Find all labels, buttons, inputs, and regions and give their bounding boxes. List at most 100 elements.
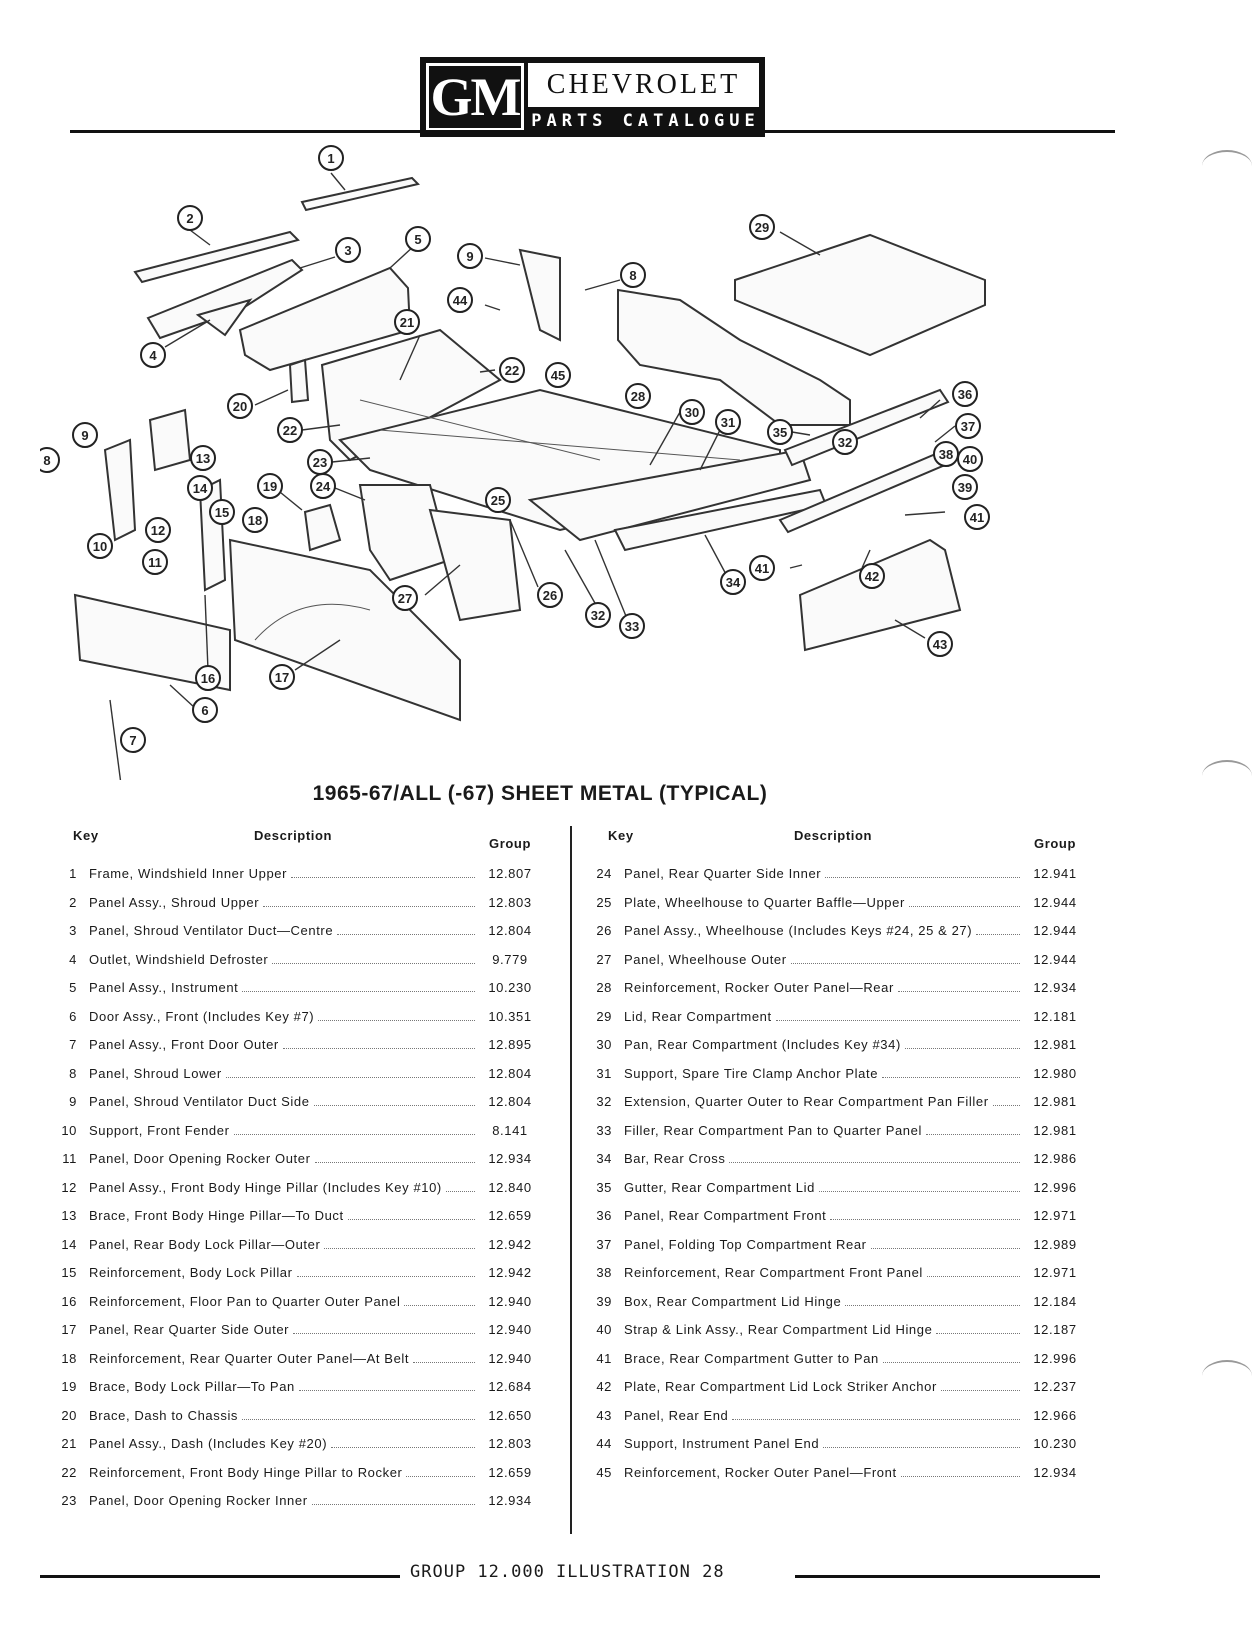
callout-2: 2 <box>177 205 203 231</box>
svg-text:13: 13 <box>196 451 210 466</box>
part-key: 36 <box>596 1208 612 1223</box>
part-key: 11 <box>62 1151 77 1166</box>
callout-14: 14 <box>187 475 213 501</box>
callout-28: 28 <box>625 383 651 409</box>
leader-dots <box>272 962 475 964</box>
callout-30: 30 <box>679 399 705 425</box>
callout-39: 39 <box>952 474 978 500</box>
description-column-header: Description <box>253 828 333 843</box>
callout-36: 36 <box>952 381 978 407</box>
part-description-cell: Panel, Rear Quarter Side Outer <box>89 1322 475 1337</box>
part-group: 12.980 <box>1033 1065 1077 1081</box>
part-description-cell: Panel Assy., Wheelhouse (Includes Keys #… <box>624 923 1020 938</box>
svg-text:41: 41 <box>755 561 769 576</box>
part-key: 18 <box>61 1350 77 1366</box>
svg-text:10: 10 <box>93 539 107 554</box>
footer-rule-left <box>40 1575 400 1578</box>
callout-45: 45 <box>545 362 571 388</box>
callout-20: 20 <box>227 393 253 419</box>
exploded-parts-diagram: 1 2 3 5 4 9 8 44 29 21 22 45 28 20 36 30… <box>40 145 990 780</box>
header-rule <box>70 130 1115 133</box>
callout-6: 6 <box>192 697 218 723</box>
svg-text:26: 26 <box>543 588 557 603</box>
part-key: 20 <box>61 1407 77 1423</box>
part-description: Reinforcement, Rear Compartment Front Pa… <box>624 1265 923 1280</box>
part-description: Brace, Rear Compartment Gutter to Pan <box>624 1350 879 1366</box>
part-description: Panel Assy., Front Door Outer <box>89 1037 279 1052</box>
part-description-cell: Support, Instrument Panel End <box>624 1436 1020 1451</box>
part-description-cell: Support, Front Fender <box>89 1123 475 1138</box>
leader-dots <box>331 1447 475 1448</box>
leader-lines <box>109 172 956 780</box>
part-key: 22 <box>61 1464 77 1480</box>
svg-text:18: 18 <box>248 513 262 528</box>
svg-text:29: 29 <box>755 220 769 235</box>
part-description: Support, Front Fender <box>89 1122 230 1138</box>
part-description: Panel, Shroud Lower <box>89 1065 222 1081</box>
leader-dots <box>732 1418 1020 1420</box>
part-description: Plate, Rear Compartment Lid Lock Striker… <box>624 1379 937 1394</box>
svg-text:43: 43 <box>933 637 947 652</box>
callout-18: 18 <box>242 507 268 533</box>
callout-41: 41 <box>964 504 990 530</box>
part-description: Panel Assy., Wheelhouse (Includes Keys #… <box>624 923 973 938</box>
part-key: 5 <box>69 980 77 995</box>
svg-text:44: 44 <box>453 293 468 308</box>
svg-text:14: 14 <box>193 481 208 496</box>
callout-25: 25 <box>485 487 511 513</box>
svg-text:32: 32 <box>591 608 605 623</box>
svg-text:15: 15 <box>215 505 229 520</box>
leader-dots <box>293 1333 475 1334</box>
leader-dots <box>298 1390 475 1391</box>
part-description: Plate, Wheelhouse to Quarter Baffle—Uppe… <box>624 894 905 910</box>
part-key: 30 <box>596 1037 612 1052</box>
callout-29: 29 <box>749 214 775 240</box>
part-key: 27 <box>596 951 612 967</box>
part-key: 44 <box>596 1436 612 1451</box>
part-key: 4 <box>69 951 77 967</box>
callout-17: 17 <box>269 664 295 690</box>
leader-dots <box>225 1076 475 1078</box>
part-description-cell: Panel, Wheelhouse Outer <box>624 952 1020 967</box>
part-description-cell: Panel, Rear End <box>624 1408 1020 1423</box>
part-group: 10.351 <box>488 1008 532 1024</box>
part-description: Panel, Rear Quarter Side Inner <box>624 866 822 881</box>
part-key: 17 <box>61 1322 77 1337</box>
callout-13: 13 <box>190 445 216 471</box>
part-description-cell: Reinforcement, Body Lock Pillar <box>89 1265 475 1280</box>
group-column-header: Group <box>1034 836 1076 851</box>
part-key: 16 <box>61 1293 77 1309</box>
part-description: Panel, Rear Compartment Front <box>624 1208 827 1223</box>
leader-dots <box>900 1475 1020 1477</box>
part-group: 12.944 <box>1033 894 1077 910</box>
part-key: 7 <box>69 1037 77 1052</box>
part-description-cell: Reinforcement, Rocker Outer Panel—Front <box>624 1465 1020 1480</box>
part-description-cell: Panel, Door Opening Rocker Inner <box>89 1493 475 1508</box>
part-description-cell: Reinforcement, Rear Quarter Outer Panel—… <box>89 1351 475 1366</box>
leader-dots <box>976 934 1020 935</box>
part-description-cell: Brace, Rear Compartment Gutter to Pan <box>624 1351 1020 1366</box>
key-column-header: Key <box>608 828 634 843</box>
part-description: Extension, Quarter Outer to Rear Compart… <box>624 1094 989 1109</box>
svg-text:35: 35 <box>773 425 787 440</box>
part-description: Reinforcement, Body Lock Pillar <box>89 1265 293 1280</box>
part-description: Panel, Wheelhouse Outer <box>624 951 787 967</box>
part-description: Brace, Body Lock Pillar—To Pan <box>89 1379 295 1394</box>
part-description-cell: Panel, Rear Quarter Side Inner <box>624 866 1020 881</box>
part-description: Panel, Shroud Ventilator Duct Side <box>89 1094 310 1109</box>
part-description-cell: Panel, Folding Top Compartment Rear <box>624 1237 1020 1252</box>
part-description: Reinforcement, Floor Pan to Quarter Oute… <box>89 1293 401 1309</box>
